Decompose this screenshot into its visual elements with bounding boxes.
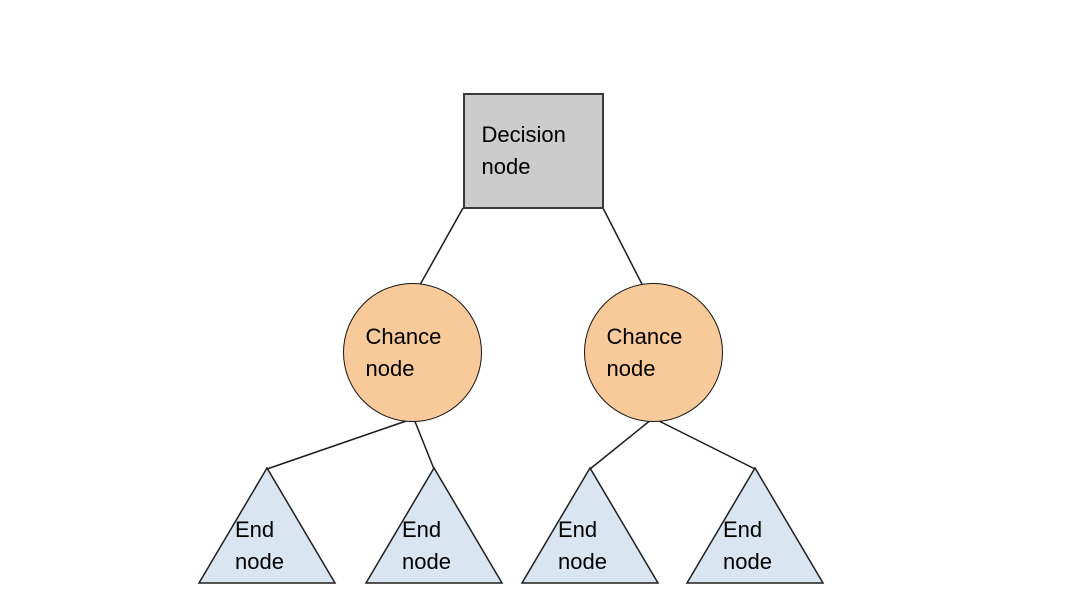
end-node-2-shape [364,466,504,584]
end-node-3-label: End node [558,517,607,574]
end-node-1: End node [199,468,335,583]
end-node-4: End node [687,468,823,583]
chance-node-left-label: Chance node [365,323,442,381]
decision-node-label: Decision node [481,122,566,179]
edge-chance-left-to-end-1 [266,418,413,470]
end-node-1-shape [197,466,337,584]
end-node-2: End node [366,468,502,583]
end-node-4-label: End node [723,517,772,574]
chance-node-right-label: Chance node [606,323,683,381]
end-node-3: End node [522,468,658,583]
end-node-1-label: End node [235,517,284,574]
end-node-3-shape [520,466,660,584]
edge-chance-right-to-end-4 [654,418,756,470]
chance-node-left-shape: Chance node [343,283,482,422]
edge-chance-left-to-end-2 [413,418,435,470]
chance-node-right-shape: Chance node [584,283,723,422]
decision-node-shape: Decision node [463,93,604,209]
edge-decision-to-chance-right [602,207,647,293]
edge-decision-to-chance-left [415,207,464,293]
end-node-2-label: End node [402,517,451,574]
edge-chance-right-to-end-3 [589,418,653,470]
end-node-4-shape [685,466,825,584]
